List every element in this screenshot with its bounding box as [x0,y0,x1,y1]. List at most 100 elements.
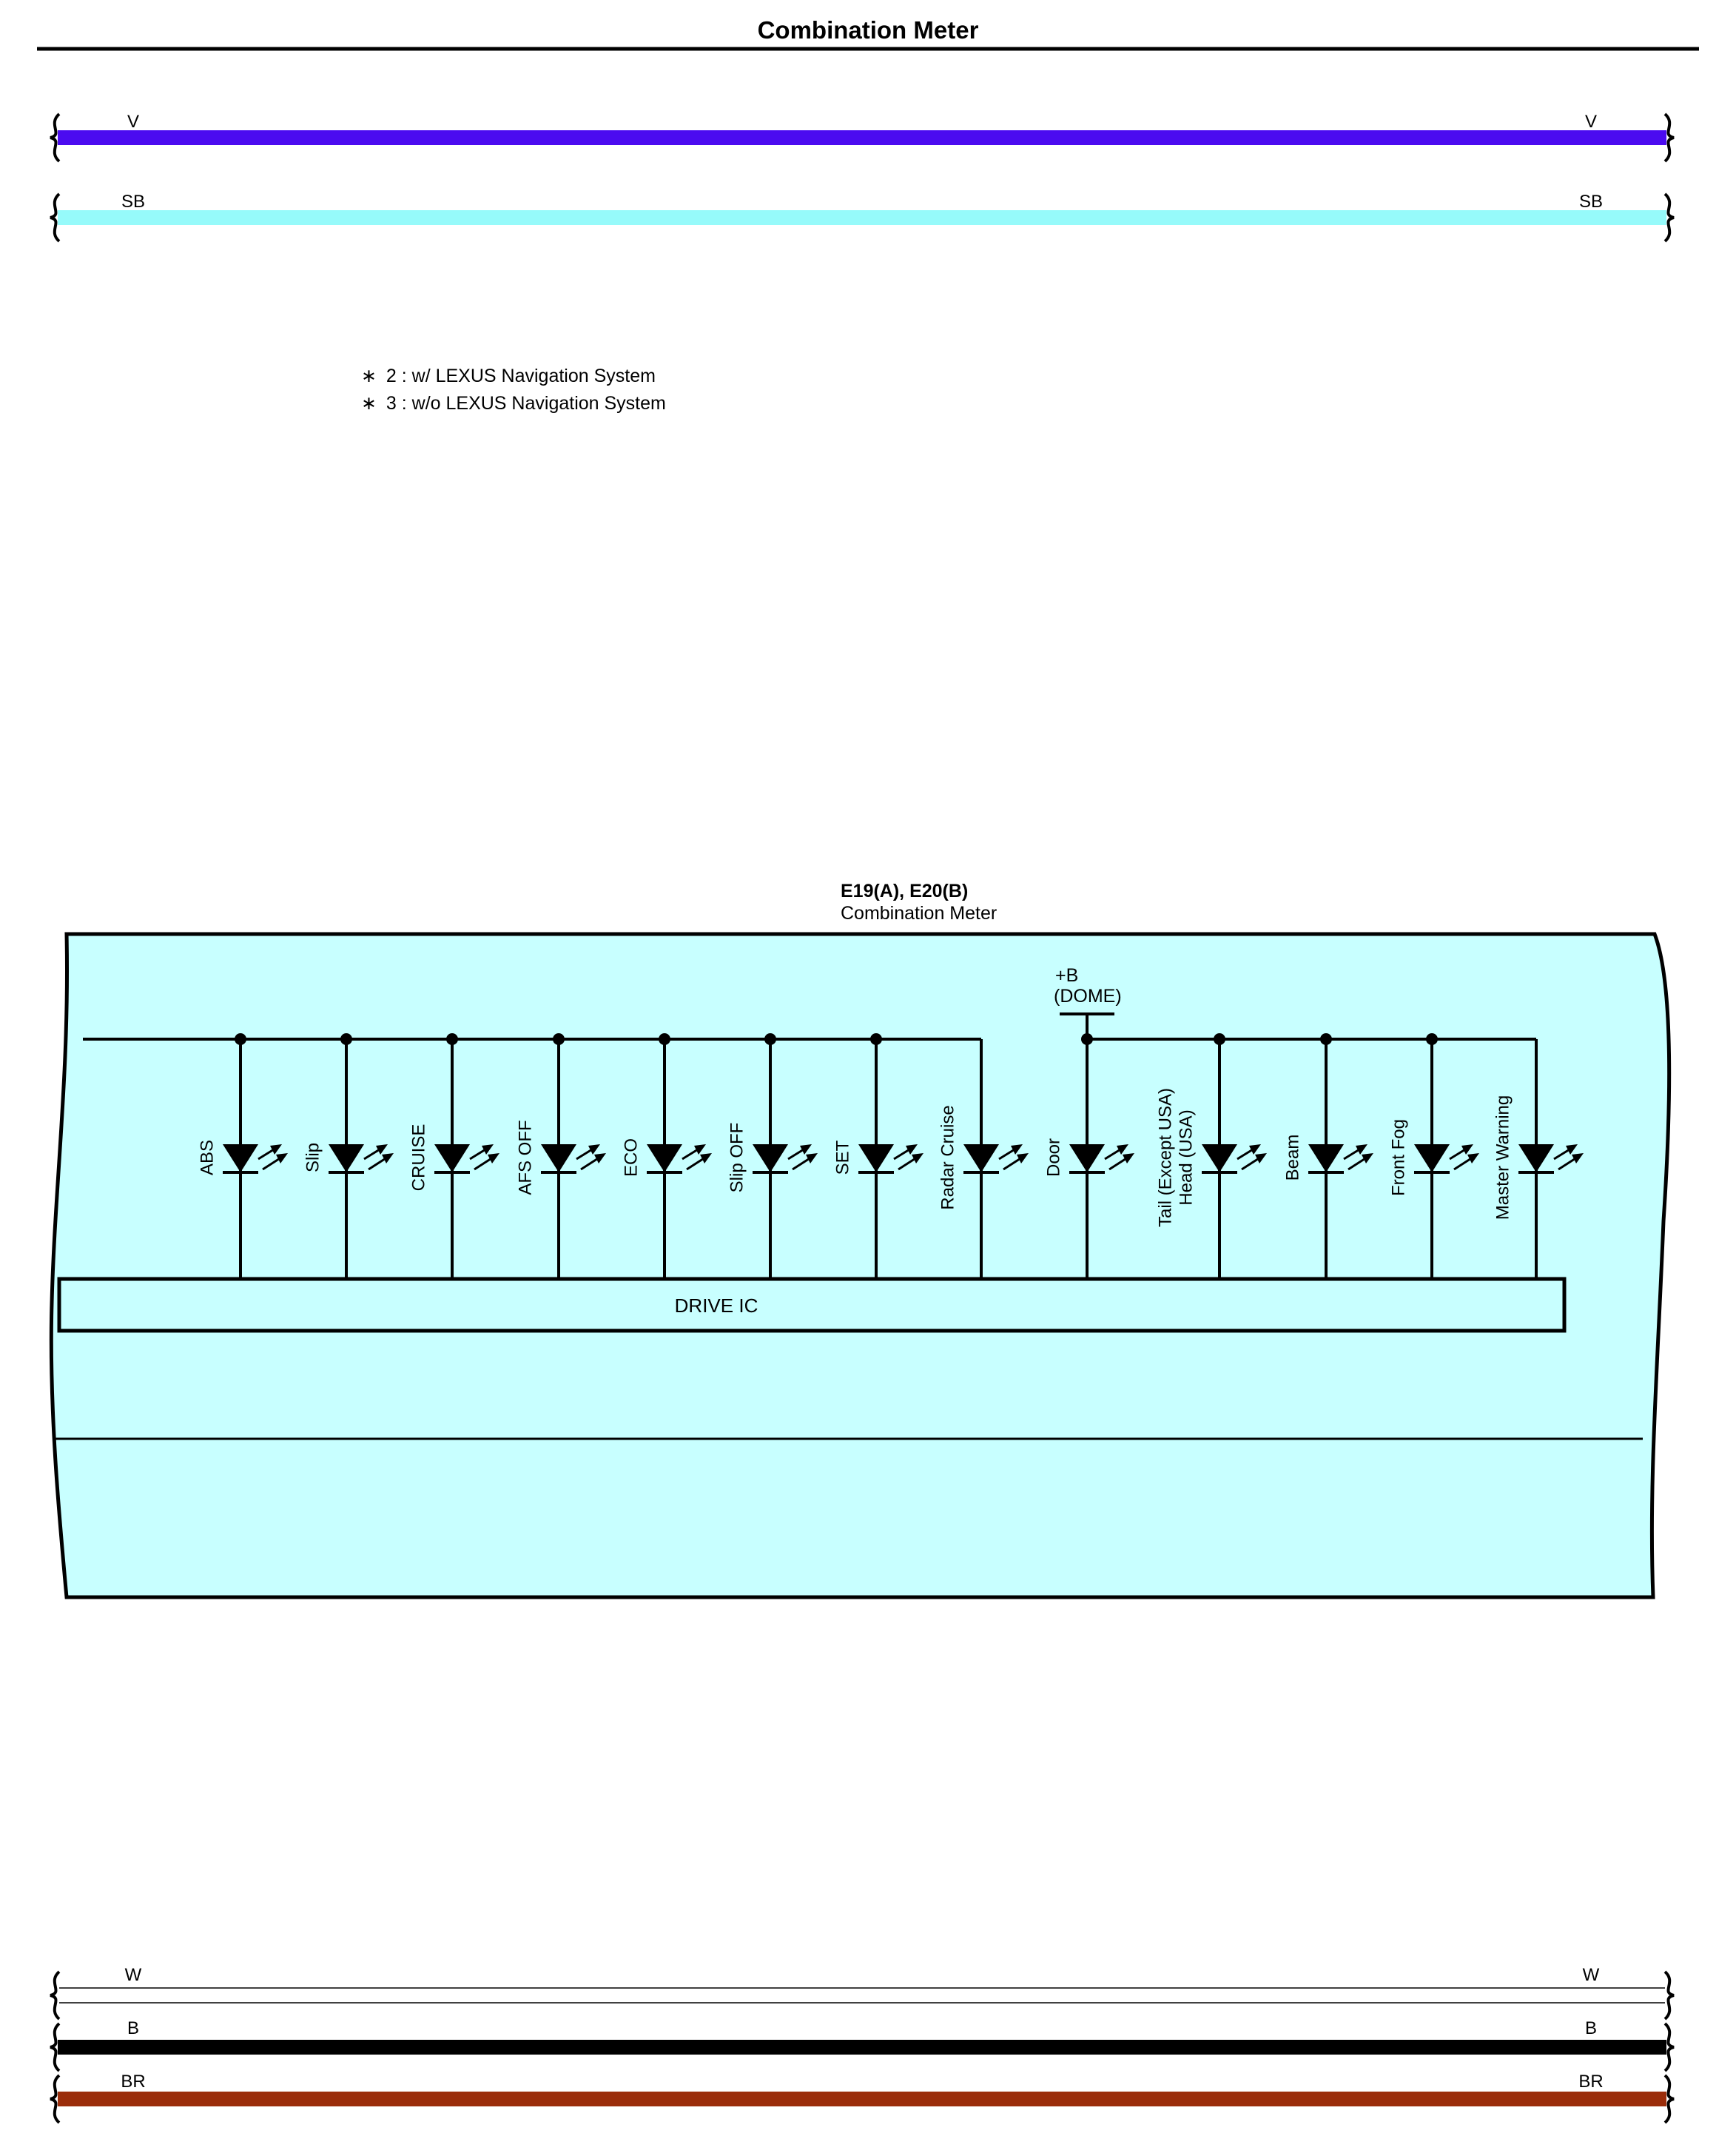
junction-dot [235,1033,246,1045]
wire-label-right: BR [1578,2072,1603,2092]
light-arrows-icon [1449,1144,1479,1171]
wire-label-right: W [1583,1965,1600,1985]
led-13: Master Warning [1493,1039,1584,1279]
led-5: ECO [621,1033,712,1279]
led-diode-icon [753,1144,788,1172]
light-arrows-icon [787,1144,818,1171]
light-arrows-icon [363,1144,394,1171]
led-9: Door [1043,1033,1134,1279]
note-1-text: 2 : w/ LEXUS Navigation System [386,366,656,386]
wire-label-right: V [1585,112,1597,132]
led-label: Head (USA) [1176,1109,1196,1205]
junction-dot [1214,1033,1225,1045]
led-diode-icon [963,1144,999,1172]
light-arrows-icon [469,1144,499,1171]
led-label: Beam [1282,1135,1302,1181]
led-diode-icon [1414,1144,1450,1172]
led-diode-icon [647,1144,682,1172]
page-title: Combination Meter [758,16,979,44]
wire-label-left: W [125,1965,142,1985]
led-diode-icon [541,1144,576,1172]
wire-label-left: BR [121,2072,145,2092]
led-diode-icon [223,1144,258,1172]
wire-label-left: V [127,112,139,132]
wire-break-mark [1663,1970,1675,2021]
light-arrows-icon [1553,1144,1584,1171]
led-label: AFS OFF [515,1120,535,1195]
light-arrows-icon [1237,1144,1267,1171]
light-arrows-icon [1104,1144,1134,1171]
junction-dot [1320,1033,1332,1045]
led-2: Slip [303,1033,394,1279]
wire-break-mark [50,1970,61,2021]
note-1: ∗ 2 : w/ LEXUS Navigation System [361,366,656,386]
led-label: Slip [303,1143,323,1172]
note-2-text: 3 : w/o LEXUS Navigation System [386,393,666,414]
light-arrows-icon [998,1144,1029,1171]
combination-meter-body [49,932,1672,1599]
light-arrows-icon [1343,1144,1373,1171]
led-3: CRUISE [408,1033,499,1279]
led-10: Tail (Except USA)Head (USA) [1155,1033,1267,1279]
led-diode-icon [434,1144,470,1172]
junction-dot [1081,1033,1093,1045]
led-1: ABS [197,1033,288,1279]
bottom-wire-br: BR BR [50,2072,1675,2124]
wire-break-mark [1663,192,1675,243]
wire-label-right: B [1585,2018,1597,2038]
wire-break-mark [50,112,61,163]
led-diode-icon [1308,1144,1344,1172]
power-label-dome: (DOME) [1054,986,1122,1007]
drive-ic-block [57,1277,1567,1333]
led-label: Front Fog [1388,1119,1408,1196]
wire-label-left: SB [121,192,145,212]
led-diode-icon [329,1144,364,1172]
light-arrows-icon [576,1144,606,1171]
led-label: Master Warning [1493,1095,1513,1220]
junction-dot [446,1033,458,1045]
led-group: ABS Slip CRUISE AFS OFF ECO Slip OFF SET Radar … [197,1033,1584,1279]
wire-break-mark [1663,2074,1675,2124]
led-8: Radar Cruise [938,1039,1029,1279]
led-diode-icon [1518,1144,1554,1172]
led-label: Tail (Except USA) [1155,1088,1175,1227]
led-12: Front Fog [1388,1033,1479,1279]
note-2-mark: ∗ [361,393,377,414]
led-7: SET [832,1033,923,1279]
wire-label-right: SB [1579,192,1603,212]
wire-break-mark [50,2022,61,2072]
top-wire-sb: SB SB [50,192,1675,243]
junction-dot [1426,1033,1438,1045]
junction-dot [870,1033,882,1045]
led-6: Slip OFF [727,1033,818,1279]
light-arrows-icon [682,1144,712,1171]
led-label: SET [832,1140,852,1175]
notes: ∗ 2 : w/ LEXUS Navigation System ∗ 3 : w… [361,366,666,414]
led-label: ABS [197,1140,217,1175]
note-2: ∗ 3 : w/o LEXUS Navigation System [361,393,666,414]
junction-dot [764,1033,776,1045]
wire-break-mark [1663,112,1675,163]
junction-dot [553,1033,565,1045]
component-name: Combination Meter [841,903,997,924]
drive-ic-label: DRIVE IC [675,1294,758,1317]
wire-break-mark [1663,2022,1675,2072]
led-diode-icon [1202,1144,1237,1172]
led-diode-icon [858,1144,894,1172]
wire-label-left: B [127,2018,139,2038]
led-11: Beam [1282,1033,1373,1279]
led-label: Slip OFF [727,1123,747,1193]
led-label: Door [1043,1138,1063,1177]
led-diode-icon [1069,1144,1105,1172]
power-label-b: +B [1055,965,1078,986]
junction-dot [340,1033,352,1045]
component-id: E19(A), E20(B) [841,881,968,901]
wire-break-mark [50,2074,61,2124]
light-arrows-icon [893,1144,923,1171]
